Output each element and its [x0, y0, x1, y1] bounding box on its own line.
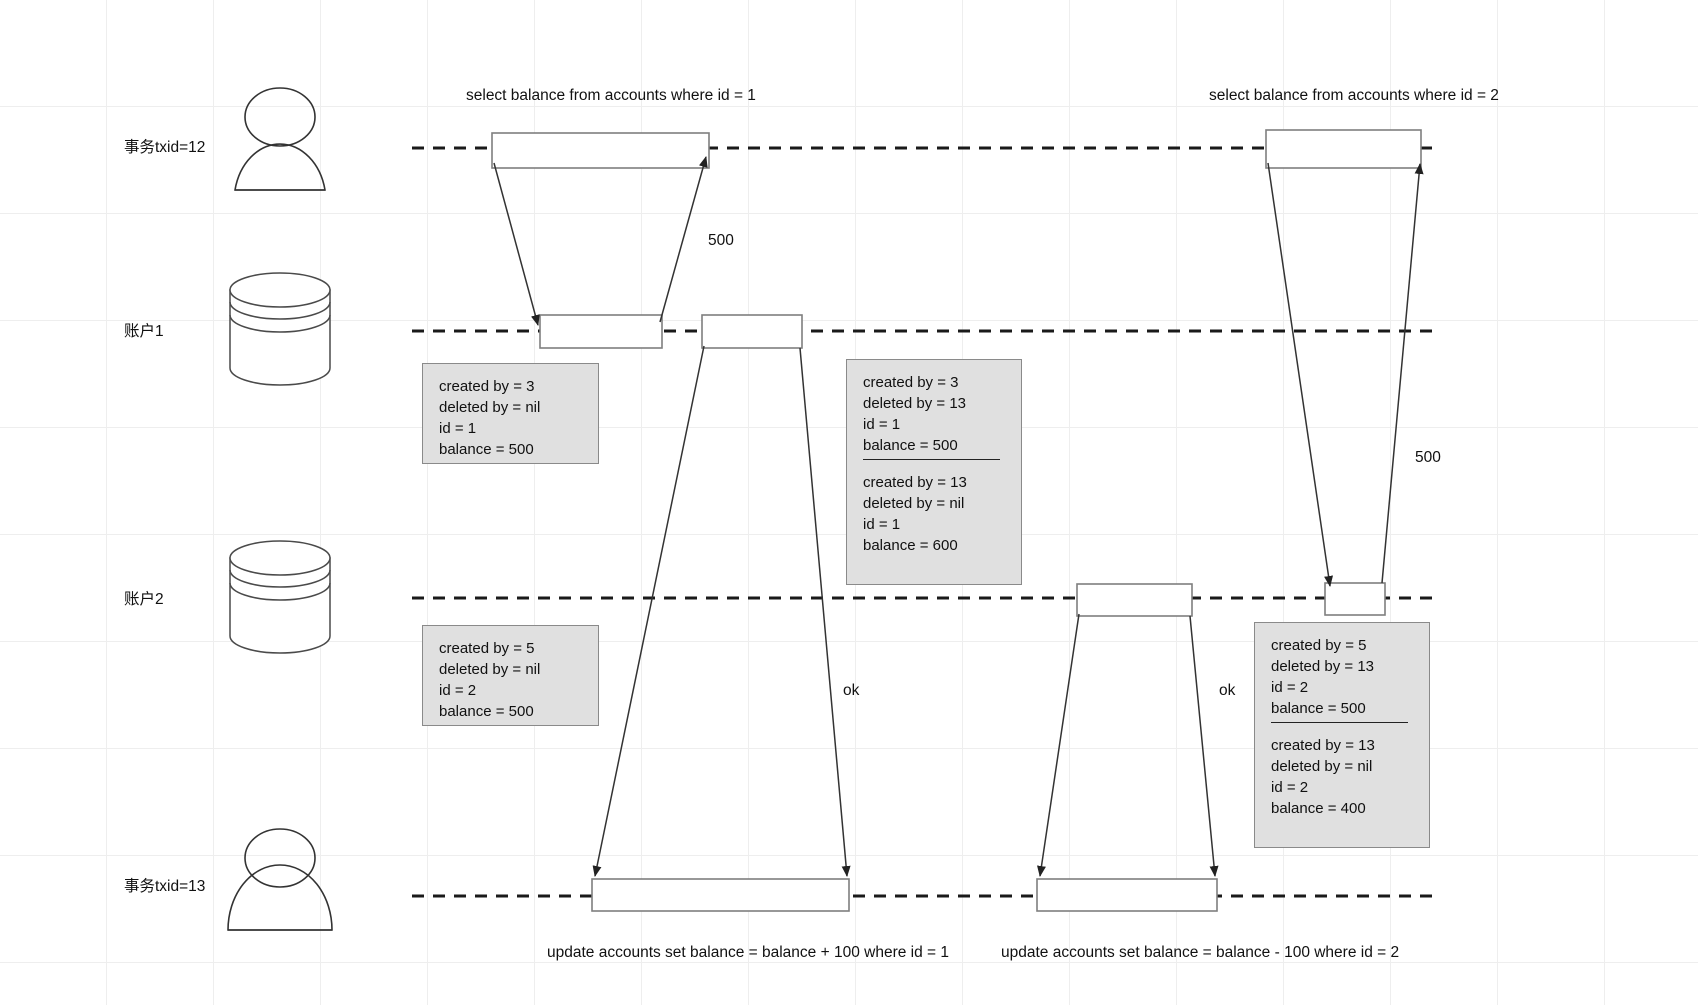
note-row: balance = 500: [439, 703, 534, 720]
message-arrow-update-plus100: [592, 345, 705, 877]
message-arrow-select-id2: [1267, 162, 1334, 587]
lifeline-label-account1: 账户1: [124, 323, 164, 340]
note-row: deleted by = nil: [1271, 758, 1373, 775]
note-row: deleted by = nil: [439, 399, 541, 416]
return-arrow-500-account1: [659, 156, 708, 323]
note-row: id = 1: [439, 420, 477, 437]
message-label-update-minus100: update accounts set balance = balance - …: [1001, 944, 1400, 961]
note-row: created by = 5: [1271, 637, 1367, 654]
note-account1-updated: created by = 3 deleted by = 13 id = 1 ba…: [846, 359, 1022, 585]
note-account2-updated: created by = 5 deleted by = 13 id = 2 ba…: [1254, 622, 1430, 848]
return-label-500-account2: 500: [1415, 449, 1441, 466]
database-icon-account1: [229, 272, 331, 386]
activation-bar-account2-recv-right: [1324, 582, 1386, 616]
return-arrow-ok-account1: [799, 347, 851, 877]
note-account1-initial: created by = 3 deleted by = nil id = 1 b…: [422, 363, 599, 464]
message-arrow-select-id1: [493, 162, 540, 326]
activation-bar-txid13-right: [1036, 878, 1218, 912]
message-label-update-plus100: update accounts set balance = balance + …: [547, 944, 950, 961]
activation-bar-account2-update: [1076, 583, 1193, 617]
return-arrow-500-account2: [1381, 163, 1424, 584]
note-row: balance = 600: [863, 537, 958, 554]
note-row-struck-text: balance = 500: [1271, 700, 1408, 723]
note-row: deleted by = nil: [863, 495, 965, 512]
message-arrow-update-minus100: [1037, 613, 1080, 877]
return-arrow-ok-account2: [1189, 615, 1219, 877]
activation-bar-account1-recv: [539, 314, 663, 349]
database-icon-account2: [229, 540, 331, 654]
note-row: created by = 3: [439, 378, 535, 395]
note-row: created by = 13: [1271, 737, 1375, 754]
actor-icon-txid12: [234, 87, 326, 191]
note-row: id = 1: [863, 516, 901, 533]
note-row: id = 1: [863, 416, 901, 433]
actor-icon-txid13: [227, 828, 333, 931]
note-row-struck: balance = 500: [1271, 698, 1413, 723]
note-row: id = 2: [439, 682, 477, 699]
note-row: created by = 13: [863, 474, 967, 491]
activation-bar-account1-update: [701, 314, 803, 349]
note-row: deleted by = 13: [1271, 658, 1375, 675]
return-label-ok-account1: ok: [843, 682, 860, 699]
note-row: balance = 500: [439, 441, 534, 458]
activation-bar-txid13-left: [591, 878, 850, 912]
message-label-select-id1: select balance from accounts where id = …: [466, 87, 756, 104]
note-row: id = 2: [1271, 679, 1309, 696]
note-row: balance = 400: [1271, 800, 1366, 817]
activation-bar-txid12-left: [491, 132, 710, 169]
note-row: created by = 5: [439, 640, 535, 657]
message-label-select-id2: select balance from accounts where id = …: [1209, 87, 1499, 104]
note-row: deleted by = 13: [863, 395, 967, 412]
return-label-ok-account2: ok: [1219, 682, 1236, 699]
note-row: id = 2: [1271, 779, 1309, 796]
note-row: created by = 3: [863, 374, 959, 391]
activation-bar-txid12-right: [1265, 129, 1422, 169]
note-row-struck-text: balance = 500: [863, 437, 1000, 460]
lifeline-label-txid13: 事务txid=13: [124, 878, 206, 895]
note-account2-initial: created by = 5 deleted by = nil id = 2 b…: [422, 625, 599, 726]
return-label-500-account1: 500: [708, 232, 734, 249]
note-row-struck: balance = 500: [863, 435, 1005, 460]
note-row: deleted by = nil: [439, 661, 541, 678]
lifeline-label-account2: 账户2: [124, 591, 164, 608]
lifeline-label-txid12: 事务txid=12: [124, 139, 206, 156]
